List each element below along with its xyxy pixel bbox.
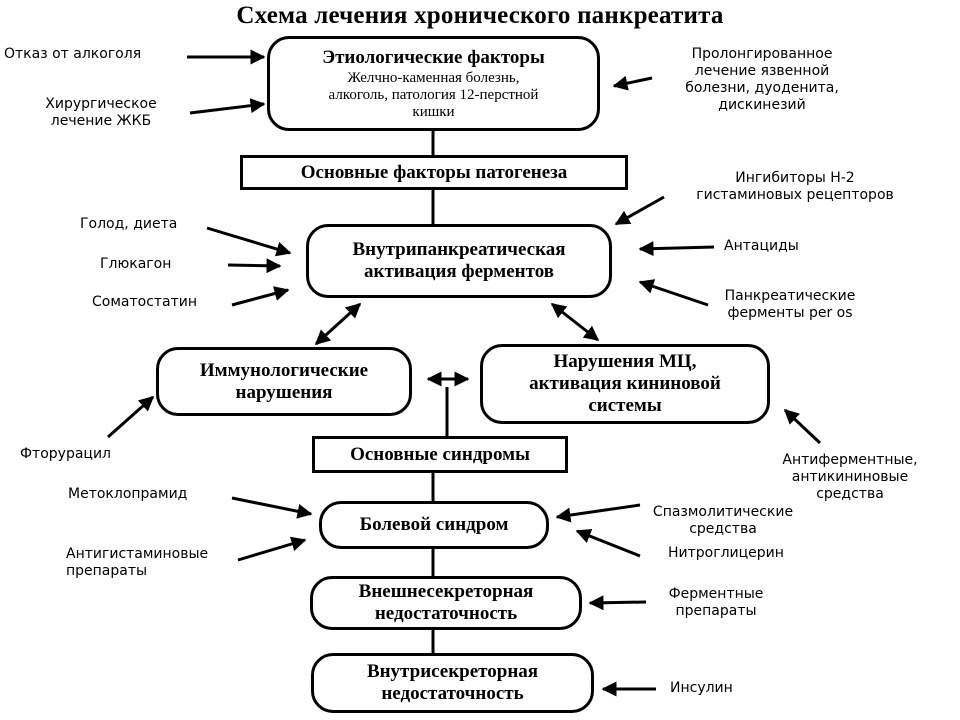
label-enzyme-preps: Ферментные препараты <box>668 586 764 619</box>
label-glucagon: Глюкагон <box>100 256 172 272</box>
node-syndromes-label: Основные синдромы <box>350 443 530 465</box>
arrow-antienzyme <box>783 408 822 445</box>
arrow-surgery <box>189 98 266 115</box>
arrow-spasmolytic <box>555 503 641 523</box>
node-pain-label: Болевой синдром <box>359 514 509 535</box>
arrow-antacids <box>638 241 715 257</box>
diagram-title: Схема лечения хронического панкреатита <box>236 2 724 29</box>
arrow-prolonged <box>612 75 653 91</box>
label-metoclopramide: Метоклопрамид <box>68 486 188 502</box>
label-antacids: Антациды <box>724 238 799 254</box>
label-alcohol-refusal: Отказ от алкоголя <box>4 46 142 62</box>
node-pathogenesis-label: Основные факторы патогенеза <box>300 161 568 183</box>
double-arrow-activation-mc <box>550 302 600 342</box>
arrow-h2 <box>614 195 665 226</box>
label-fluorouracil: Фторурацил <box>20 446 111 462</box>
label-spasmolytic: Спазмолитические средства <box>652 504 794 537</box>
node-activation-label: Внутрипанкреатическая активация ферменто… <box>352 239 566 282</box>
node-endocrine: Внутрисекреторная недостаточность <box>311 653 594 713</box>
node-pain: Болевой синдром <box>319 501 549 549</box>
arrow-enzyme-preps <box>588 595 647 611</box>
label-pancreatic-enzymes: Панкреатические ферменты per os <box>724 288 856 321</box>
node-exocrine: Внешнесекреторная недостаточность <box>310 576 582 630</box>
node-etiology-title: Этиологические факторы <box>322 46 545 68</box>
label-insulin: Инсулин <box>670 680 733 696</box>
node-pathogenesis: Основные факторы патогенеза <box>240 155 628 190</box>
arrow-fluorouracil <box>107 395 155 439</box>
node-microcirculation: Нарушения МЦ, активация кининовой систем… <box>480 344 770 424</box>
label-antihistamine: Антигистаминовые препараты <box>66 546 209 579</box>
node-etiology-text: Желчно-каменная болезнь, алкоголь, патол… <box>328 69 539 120</box>
arrow-pancreatic-enzymes <box>638 279 709 307</box>
node-endocrine-label: Внутрисекреторная недостаточность <box>366 661 539 704</box>
arrow-metoclopramide <box>231 496 313 519</box>
label-h2: Ингибиторы Н-2 гистаминовых рецепторов <box>696 170 894 203</box>
node-etiology: Этиологические факторы Желчно-каменная б… <box>267 36 600 131</box>
node-microcirculation-label: Нарушения МЦ, активация кининовой систем… <box>529 351 721 416</box>
label-prolonged: Пролонгированное лечение язвенной болезн… <box>685 46 839 113</box>
label-surgery: Хирургическое лечение ЖКБ <box>45 96 157 129</box>
label-hunger: Голод, диета <box>80 216 178 232</box>
arrow-nitroglycerin <box>575 529 641 558</box>
node-immuno: Иммунологические нарушения <box>156 347 412 416</box>
label-nitroglycerin: Нитроглицерин <box>668 545 784 561</box>
node-immuno-label: Иммунологические нарушения <box>199 359 369 403</box>
label-somatostatin: Соматостатин <box>92 294 198 310</box>
node-syndromes: Основные синдромы <box>312 436 568 473</box>
arrow-hunger <box>206 226 292 257</box>
node-activation: Внутрипанкреатическая активация ферменто… <box>306 224 612 298</box>
node-exocrine-label: Внешнесекреторная недостаточность <box>358 581 534 624</box>
arrow-antihistamine <box>237 536 307 562</box>
arrow-somatostatin <box>231 286 290 307</box>
double-arrow-activation-immuno <box>314 302 362 346</box>
label-antienzyme: Антиферментные, антикининовые средства <box>782 452 918 502</box>
arrow-glucagon <box>227 258 282 274</box>
